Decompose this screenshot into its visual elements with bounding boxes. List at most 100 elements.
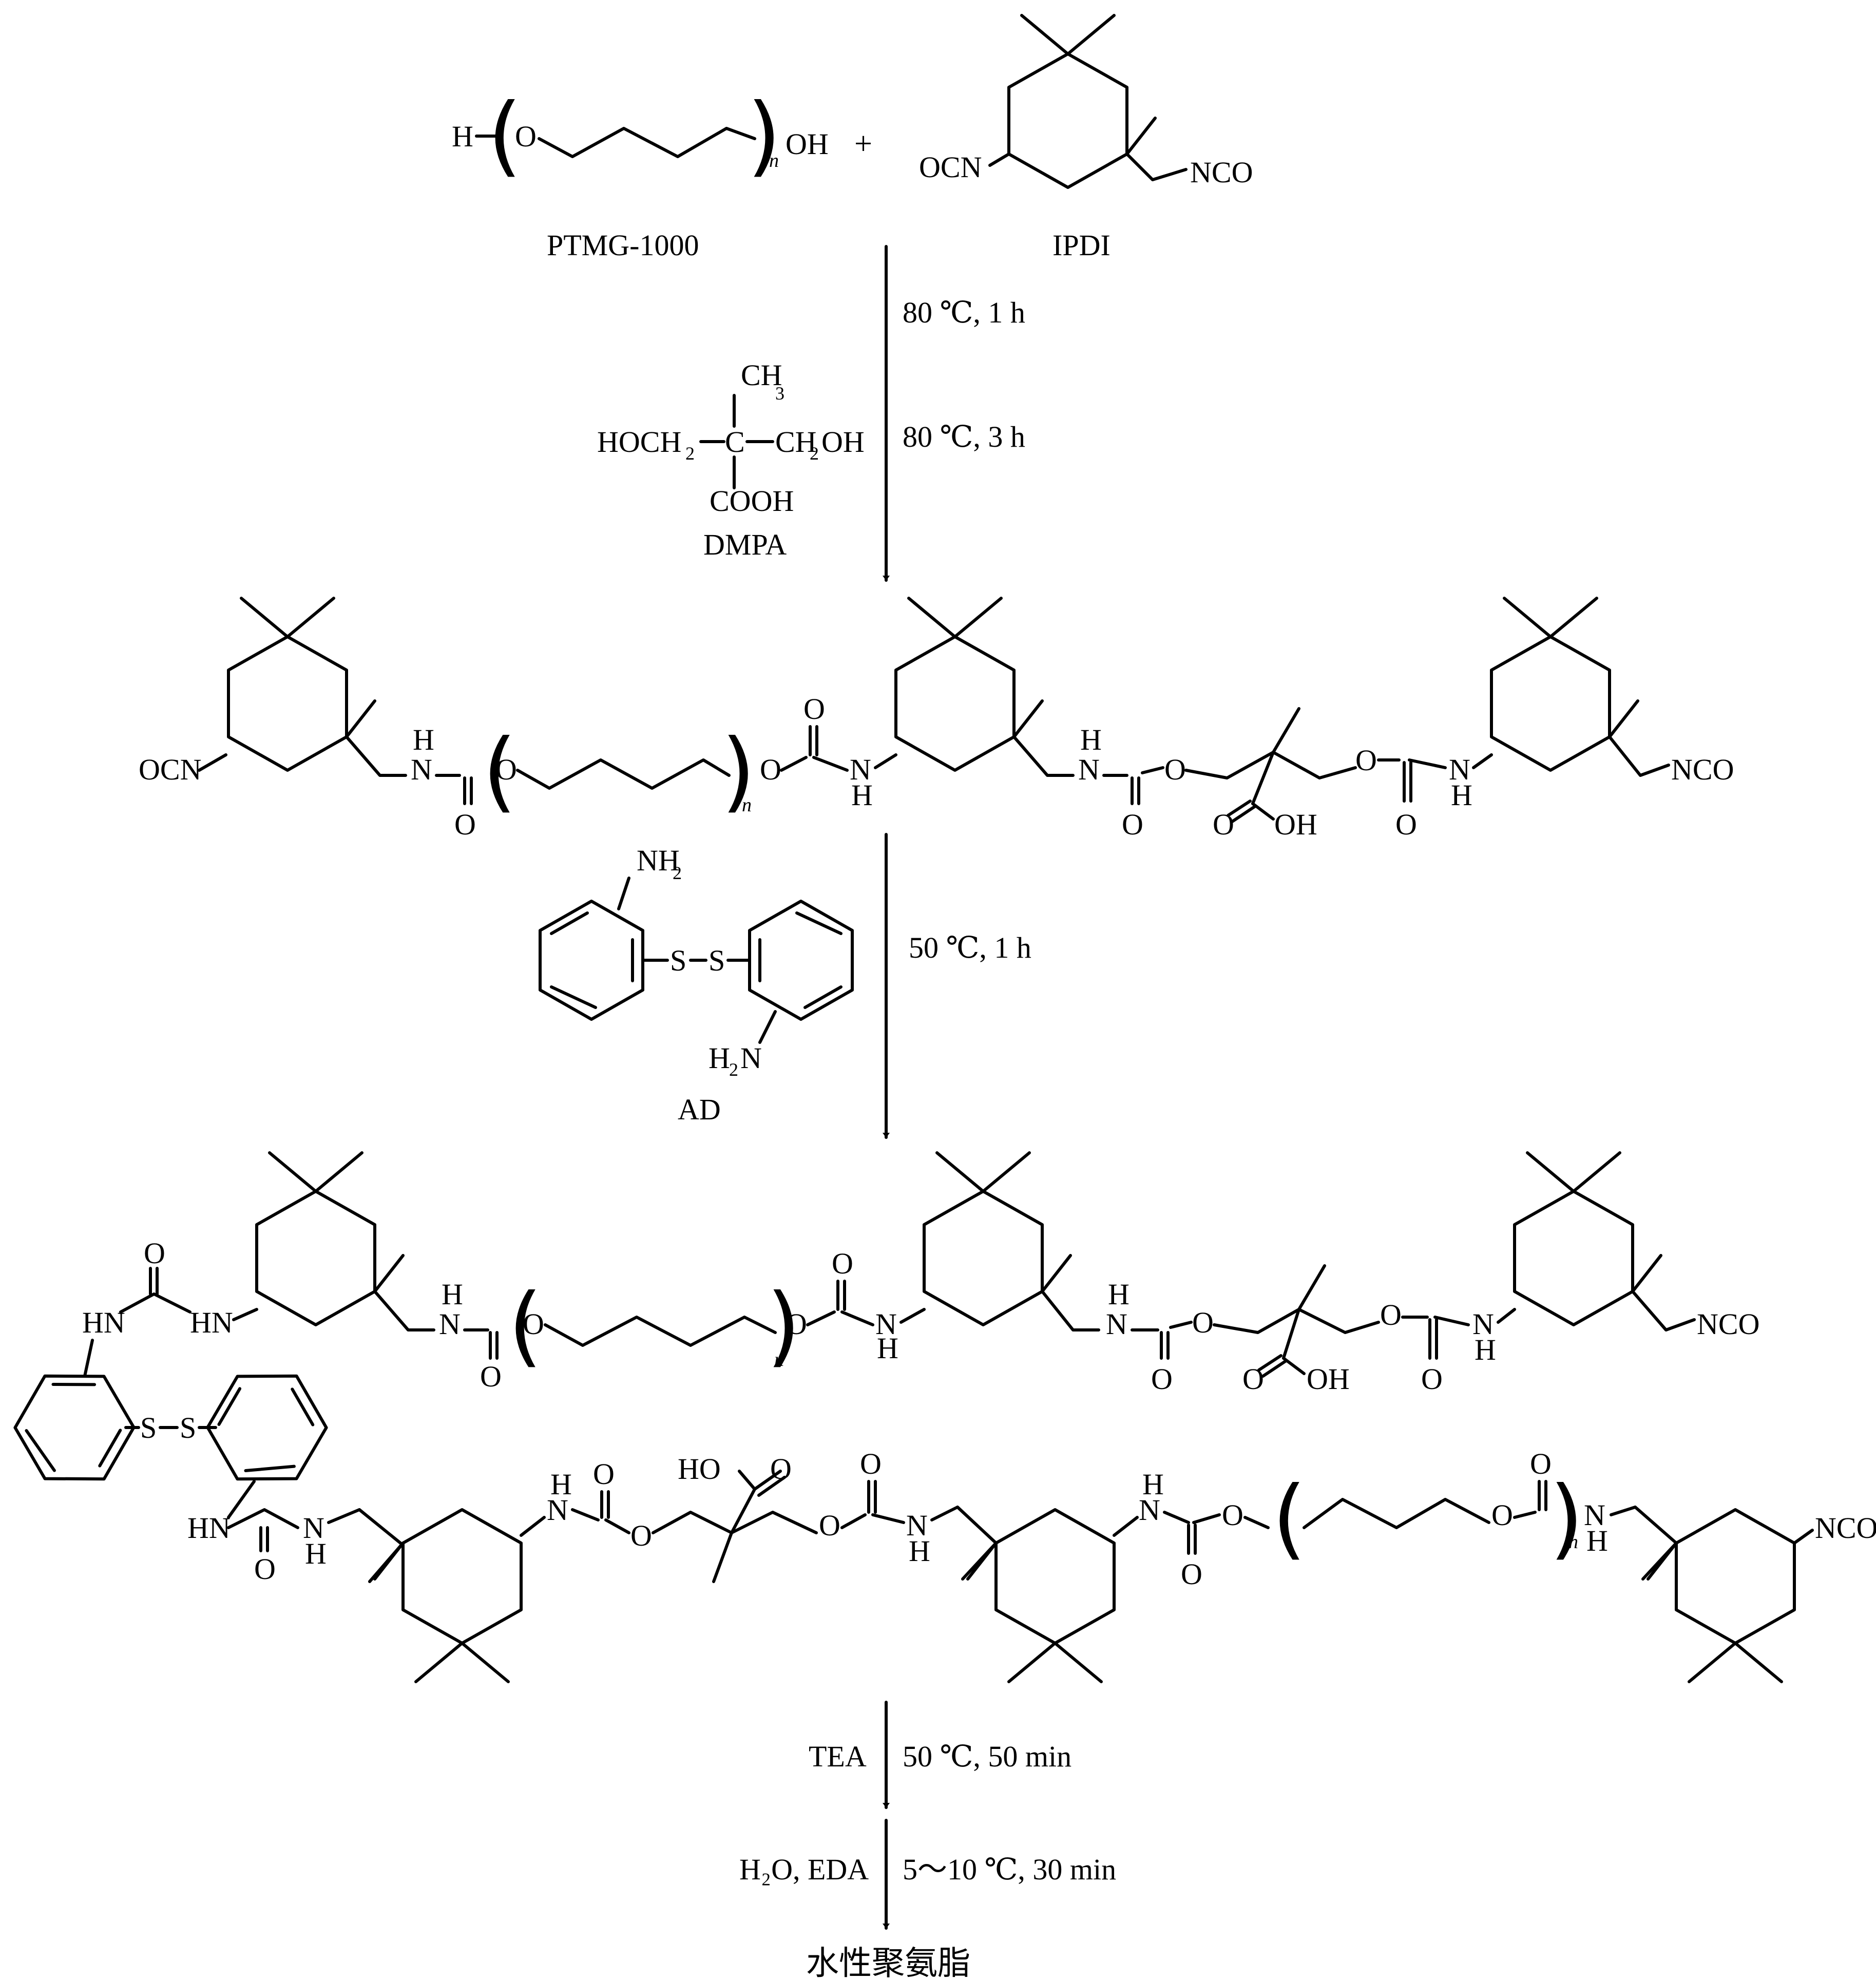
svg-text:2: 2 xyxy=(685,443,695,464)
chain-extended-lower: HN O N H N H O O O HO O O N H xyxy=(187,1447,1876,1682)
svg-text:O: O xyxy=(454,808,476,841)
svg-text:O: O xyxy=(523,1307,544,1341)
svg-text:H: H xyxy=(909,1534,930,1568)
svg-text:N: N xyxy=(1584,1498,1605,1532)
svg-text:O: O xyxy=(1242,1362,1264,1396)
svg-text:S: S xyxy=(180,1411,196,1444)
svg-text:NH: NH xyxy=(637,844,680,877)
svg-text:H: H xyxy=(1142,1468,1164,1501)
step5-reagent: H₂O, EDA xyxy=(739,1853,869,1886)
svg-text:O: O xyxy=(495,753,517,786)
svg-text:N: N xyxy=(1078,753,1100,786)
svg-text:H: H xyxy=(1451,778,1472,812)
svg-text:N: N xyxy=(740,1041,762,1075)
svg-text:O: O xyxy=(254,1552,276,1586)
svg-text:): ) xyxy=(747,85,781,186)
svg-text:): ) xyxy=(1549,1468,1583,1569)
svg-text:S: S xyxy=(140,1411,157,1444)
svg-text:OCN: OCN xyxy=(139,753,201,786)
svg-text:H: H xyxy=(1475,1333,1496,1366)
svg-text:O: O xyxy=(1151,1362,1173,1396)
ad-label: AD xyxy=(678,1093,721,1126)
svg-text:O: O xyxy=(1192,1306,1214,1339)
svg-text:OH: OH xyxy=(1307,1362,1350,1396)
svg-text:2: 2 xyxy=(673,863,682,883)
svg-text:O: O xyxy=(1380,1298,1402,1331)
svg-text:H: H xyxy=(550,1468,572,1501)
svg-text:O: O xyxy=(1530,1447,1552,1480)
svg-text:O: O xyxy=(1395,808,1417,841)
ad-structure: NH 2 S S H 2 N xyxy=(540,844,852,1080)
step3-condition: 50 ℃, 1 h xyxy=(909,931,1031,964)
ipdi-nco: NCO xyxy=(1190,156,1253,189)
svg-text:O: O xyxy=(832,1247,853,1280)
svg-text:O: O xyxy=(770,1452,792,1486)
dmpa-hoch2: HOCH xyxy=(597,425,681,459)
ipdi-label: IPDI xyxy=(1052,229,1111,262)
ptmg-repeat-n: n xyxy=(769,150,779,172)
svg-text:N: N xyxy=(875,1307,897,1341)
svg-text:): ) xyxy=(721,720,755,822)
svg-text:O: O xyxy=(1164,753,1186,786)
svg-text:O: O xyxy=(593,1457,615,1491)
svg-text:2: 2 xyxy=(810,443,819,464)
svg-text:(: ( xyxy=(508,1275,542,1377)
dmpa-label: DMPA xyxy=(703,528,787,561)
svg-text:HN: HN xyxy=(82,1306,125,1339)
svg-text:O: O xyxy=(1421,1362,1443,1396)
svg-text:n: n xyxy=(1568,1531,1578,1553)
svg-text:H: H xyxy=(1586,1524,1608,1557)
svg-text:n: n xyxy=(774,1349,784,1371)
svg-text:n: n xyxy=(742,794,752,816)
svg-text:O: O xyxy=(1222,1498,1243,1532)
dmpa-structure: CH 3 HOCH 2 C CH 2 OH COOH xyxy=(597,358,865,518)
svg-text:H: H xyxy=(709,1041,730,1075)
svg-text:S: S xyxy=(670,944,686,977)
svg-text:O: O xyxy=(1181,1557,1202,1591)
svg-text:O: O xyxy=(1491,1498,1513,1532)
svg-text:O: O xyxy=(480,1360,502,1393)
ptmg-h: H xyxy=(452,120,473,153)
ipdi-structure: OCN NCO xyxy=(919,15,1253,189)
svg-text:NCO: NCO xyxy=(1671,753,1734,786)
svg-text:H: H xyxy=(877,1331,898,1365)
final-product-label: 水性聚氨脂 xyxy=(806,1945,970,1979)
svg-text:NCO: NCO xyxy=(1697,1307,1759,1341)
svg-text:OH: OH xyxy=(1274,808,1317,841)
svg-text:N: N xyxy=(303,1511,324,1545)
svg-text:(: ( xyxy=(483,720,516,822)
svg-text:NCO: NCO xyxy=(1815,1511,1876,1545)
svg-text:N: N xyxy=(1139,1493,1160,1527)
svg-text:H: H xyxy=(1108,1278,1130,1311)
svg-text:H: H xyxy=(413,723,434,756)
svg-text:H: H xyxy=(851,778,873,812)
svg-text:O: O xyxy=(144,1236,165,1270)
svg-text:(: ( xyxy=(1272,1468,1306,1569)
svg-text:O: O xyxy=(819,1509,840,1542)
ptmg-oh: OH xyxy=(786,127,829,161)
ptmg-label: PTMG-1000 xyxy=(547,229,699,262)
svg-text:N: N xyxy=(411,753,432,786)
step1-condition: 80 ℃, 1 h xyxy=(903,296,1025,329)
svg-text:OH: OH xyxy=(821,425,865,459)
svg-text:O: O xyxy=(1213,808,1234,841)
ptmg-1000-structure: H ( O ) n OH xyxy=(452,85,829,186)
svg-text:O: O xyxy=(1122,808,1143,841)
svg-text:N: N xyxy=(1106,1307,1127,1341)
step2-condition: 80 ℃, 3 h xyxy=(903,420,1025,453)
ptmg-o: O xyxy=(515,120,537,153)
ipdi-ocn: OCN xyxy=(919,150,982,184)
svg-text:HO: HO xyxy=(678,1452,721,1486)
nco-prepolymer-structure: OCN H N O ( O ) n O O N H H N O O xyxy=(139,598,1734,841)
svg-text:HN: HN xyxy=(190,1306,233,1339)
svg-text:HN: HN xyxy=(187,1511,231,1545)
svg-text:H: H xyxy=(442,1278,463,1311)
svg-text:N: N xyxy=(547,1493,568,1527)
step4-reagent: TEA xyxy=(809,1740,867,1773)
svg-text:S: S xyxy=(709,944,725,977)
svg-text:O: O xyxy=(760,753,781,786)
svg-text:O: O xyxy=(1355,744,1377,777)
svg-text:N: N xyxy=(439,1307,461,1341)
svg-text:N: N xyxy=(906,1509,928,1542)
